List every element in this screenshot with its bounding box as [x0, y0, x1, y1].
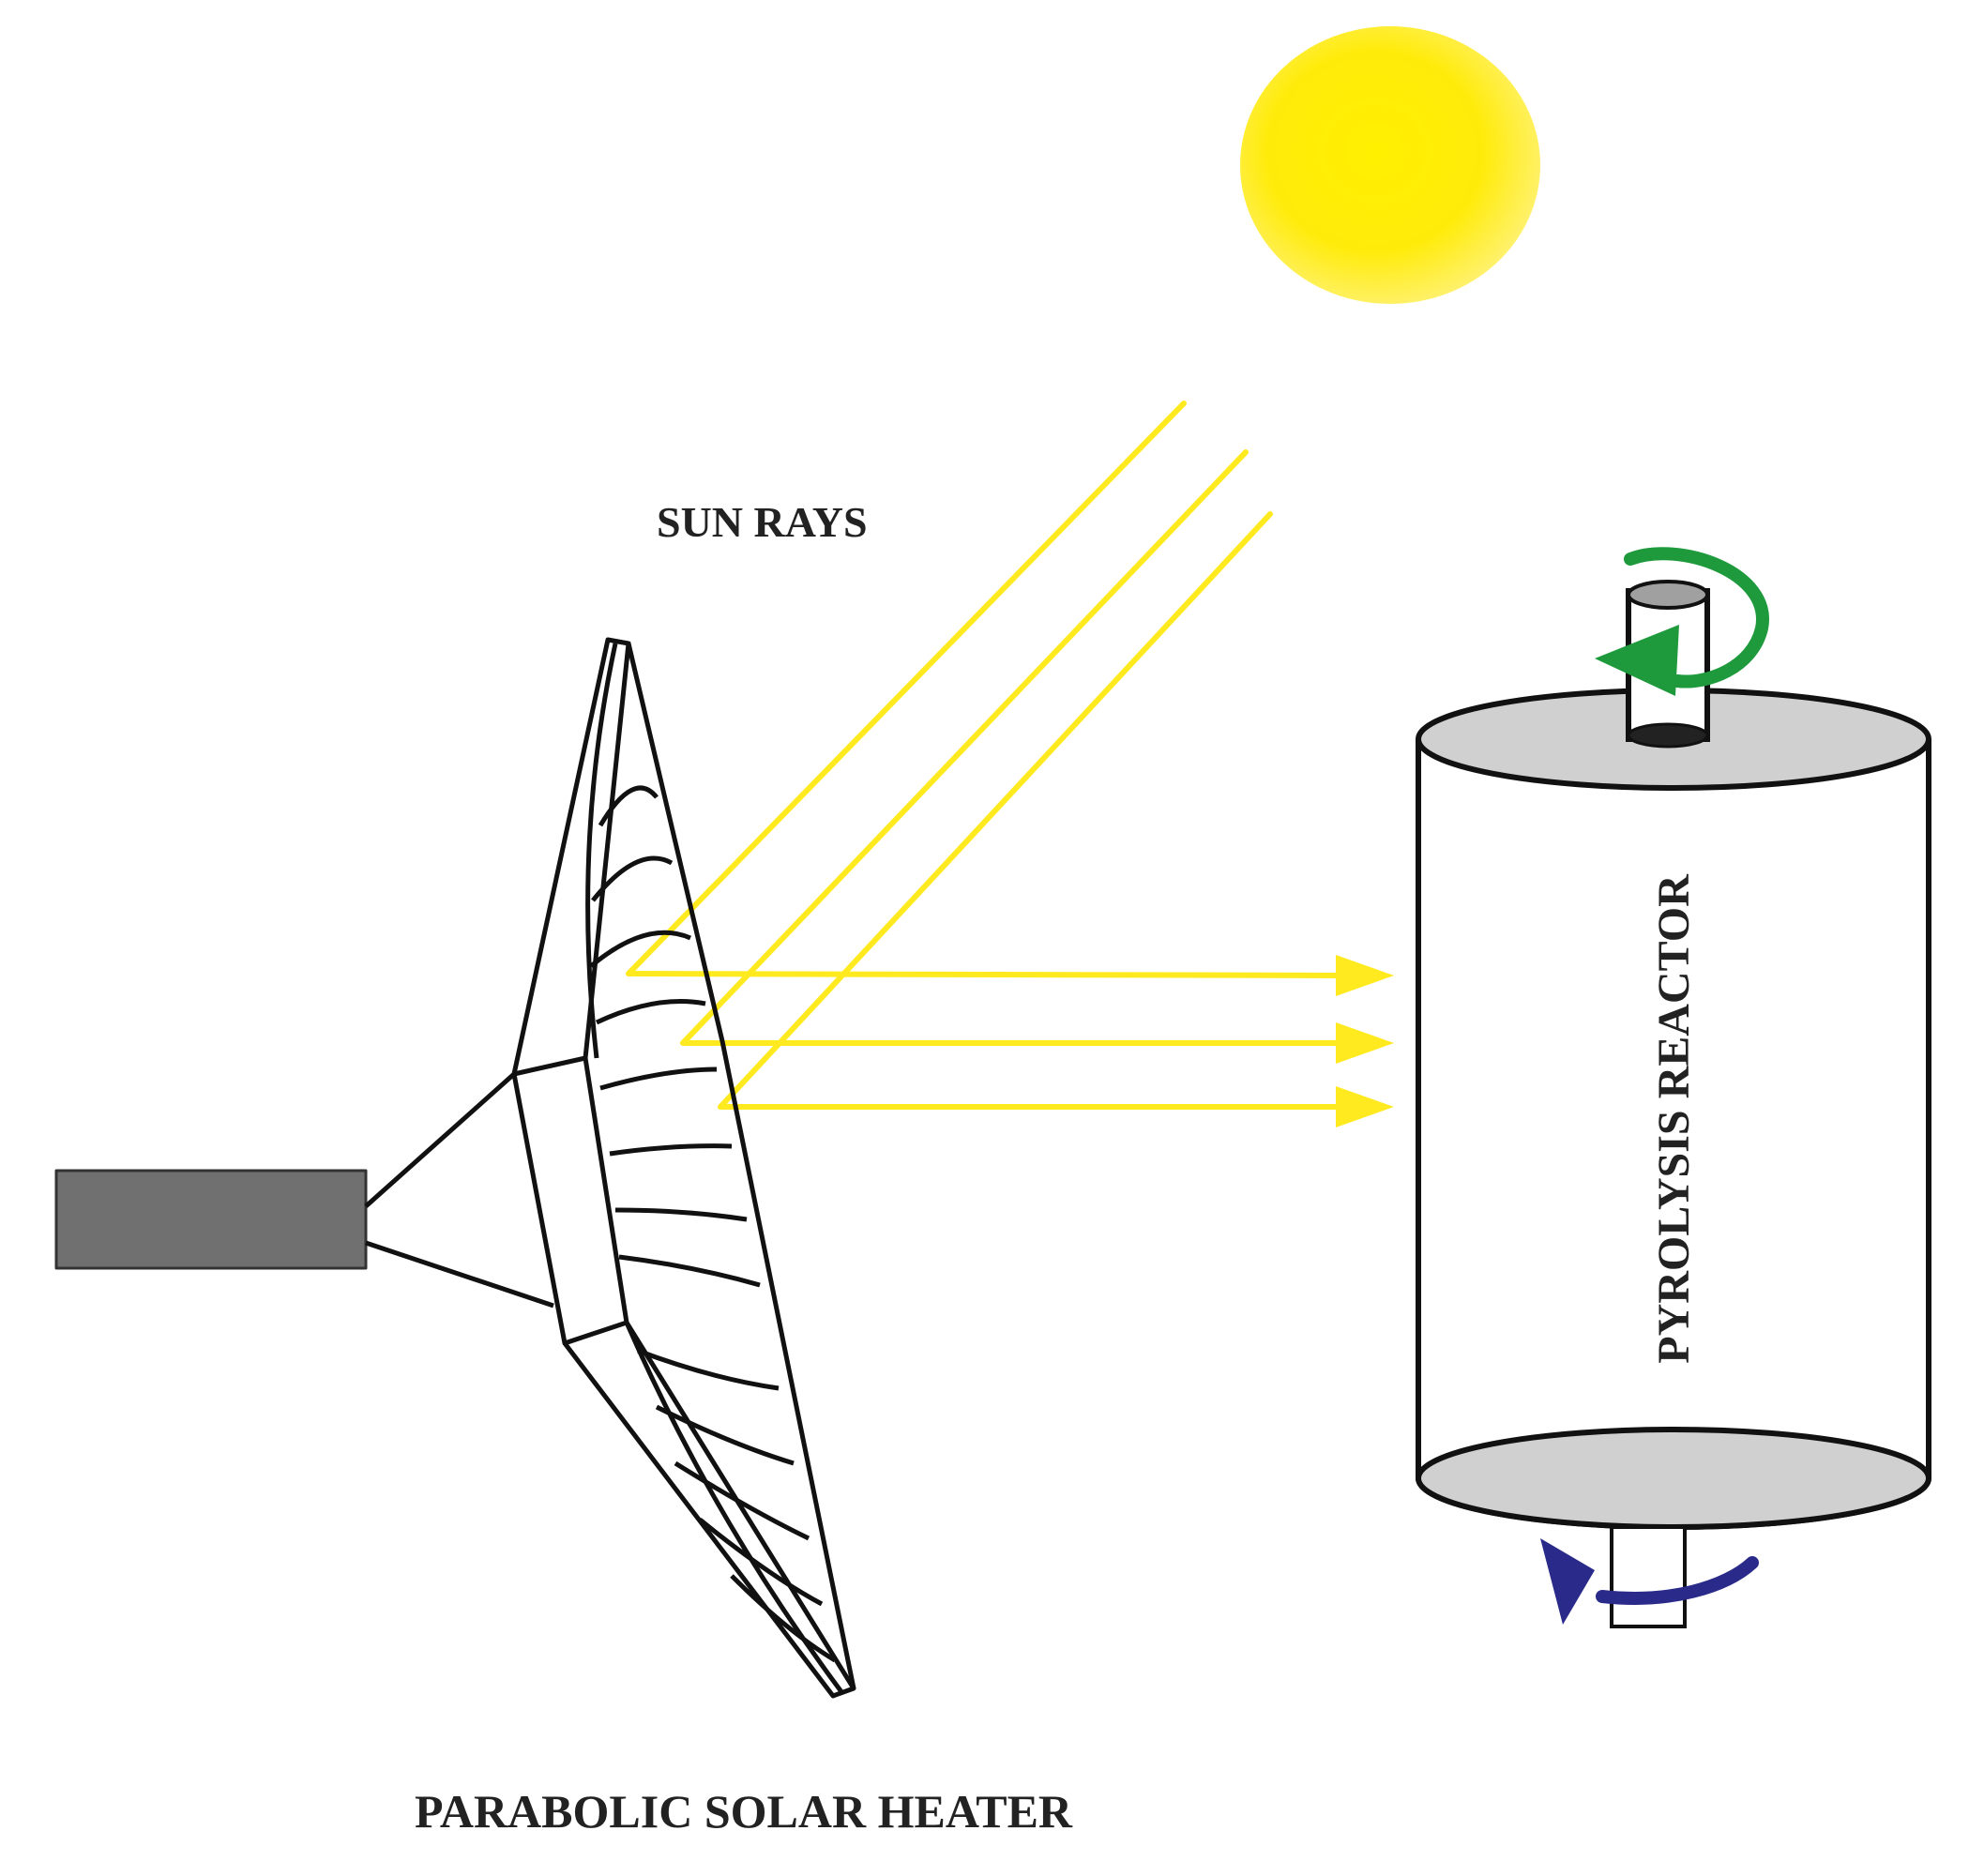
incoming-ray-1: [626, 401, 1187, 976]
incoming-ray-3: [718, 511, 1273, 1110]
dish-rib: [599, 1067, 718, 1091]
dish-rib: [591, 855, 674, 902]
dish-rib: [614, 1207, 748, 1222]
rotate-arrow-icon: [1540, 1538, 1759, 1625]
rotation-top-arc: [1624, 547, 1769, 688]
dish-rib: [595, 999, 706, 1025]
dish-inner-curve: [585, 643, 618, 1059]
dish-rib: [598, 785, 659, 827]
rotation-top-arrowhead: [1595, 625, 1679, 696]
dish-rib: [589, 930, 691, 968]
support-strut-bottom: [365, 1240, 554, 1309]
rotation-bottom-arrowhead: [1540, 1538, 1595, 1625]
reflected-ray-1: [628, 971, 1352, 978]
incoming-ray-2: [680, 449, 1249, 1046]
support-strut-top: [364, 1072, 516, 1208]
reactor-top-shaft-cap: [1627, 580, 1709, 610]
sun-icon: [1240, 26, 1540, 304]
reactor-top-shaft-base: [1627, 722, 1709, 749]
reactor-label: PYROLYSIS REACTOR: [1649, 873, 1699, 1364]
dish-rib: [730, 1574, 837, 1663]
ray-arrowhead-3: [1336, 1086, 1394, 1127]
dish-rib: [618, 1254, 761, 1288]
reactor-bottom-shaft: [1610, 1525, 1687, 1628]
pyrolysis-reactor: [1416, 580, 1931, 1628]
reactor-bottom-cap: [1416, 1427, 1931, 1530]
heater-label: PARABOLIC SOLAR HEATER: [415, 1785, 1073, 1838]
dish-back-frame-lower: [563, 1321, 856, 1699]
sun-rays-label: SUN RAYS: [657, 498, 868, 546]
ray-arrowhead-1: [1336, 955, 1394, 996]
heater-base-block: [54, 1169, 368, 1270]
dish-back-frame: [511, 637, 631, 1075]
dish-rib: [655, 1404, 795, 1466]
parabolic-solar-heater: [54, 637, 856, 1699]
dish-rib: [674, 1460, 810, 1541]
rotate-arrow-icon: [1595, 547, 1769, 696]
rotation-bottom-arc: [1596, 1556, 1759, 1605]
dish-rib: [637, 1348, 780, 1391]
incoming-sun-rays: [626, 401, 1273, 1110]
reflected-sun-rays: [628, 971, 1352, 1110]
ray-arrowhead-2: [1336, 1022, 1394, 1064]
dish-rib: [609, 1143, 733, 1157]
dish-rim: [626, 643, 856, 1689]
dish-inner-curve-lower: [624, 1321, 845, 1695]
ray-arrowheads: [1336, 955, 1394, 1127]
dish-rib: [698, 1518, 824, 1607]
